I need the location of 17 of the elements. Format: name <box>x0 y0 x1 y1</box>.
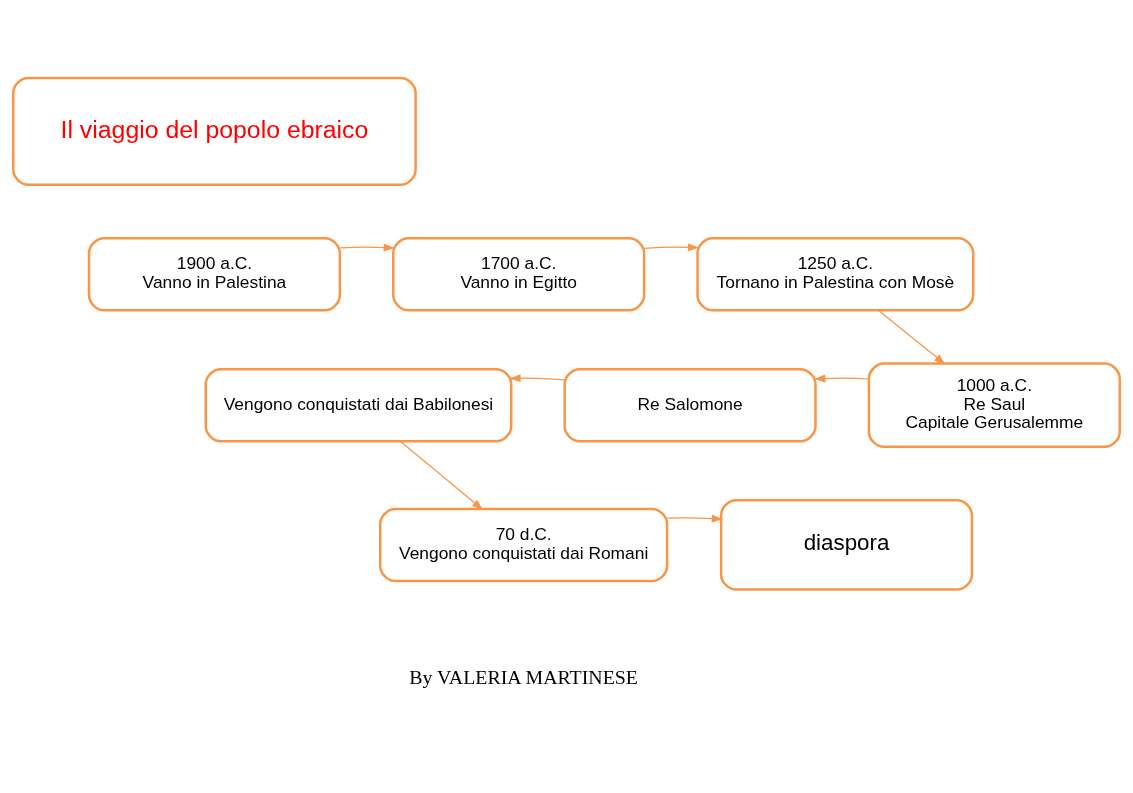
node-box: 1900 a.C. Vanno in Palestina <box>87 236 342 312</box>
node-box: Vengono conquistati dai Babilonesi <box>204 367 513 443</box>
arrow <box>643 243 700 252</box>
arrow <box>509 374 565 383</box>
node-box: Il viaggio del popolo ebraico <box>12 76 417 186</box>
arrow <box>877 309 946 365</box>
arrow <box>400 440 484 510</box>
arrow <box>666 514 723 523</box>
node-box: 1250 a.C. Tornano in Palestina con Mosè <box>696 236 975 312</box>
node-box: diaspora <box>719 498 974 591</box>
label: By VALERIA MARTINESE <box>409 665 638 688</box>
node-box: 70 d.C. Vengono conquistati dai Romani <box>379 507 669 583</box>
arrow <box>814 374 870 383</box>
node-box: 1000 a.C. Re Saul Capitale Gerusalemme <box>867 362 1121 449</box>
arrow <box>339 243 395 252</box>
node-box: Re Salomone <box>563 367 817 443</box>
node-box: 1700 a.C. Vanno in Egitto <box>392 236 646 312</box>
